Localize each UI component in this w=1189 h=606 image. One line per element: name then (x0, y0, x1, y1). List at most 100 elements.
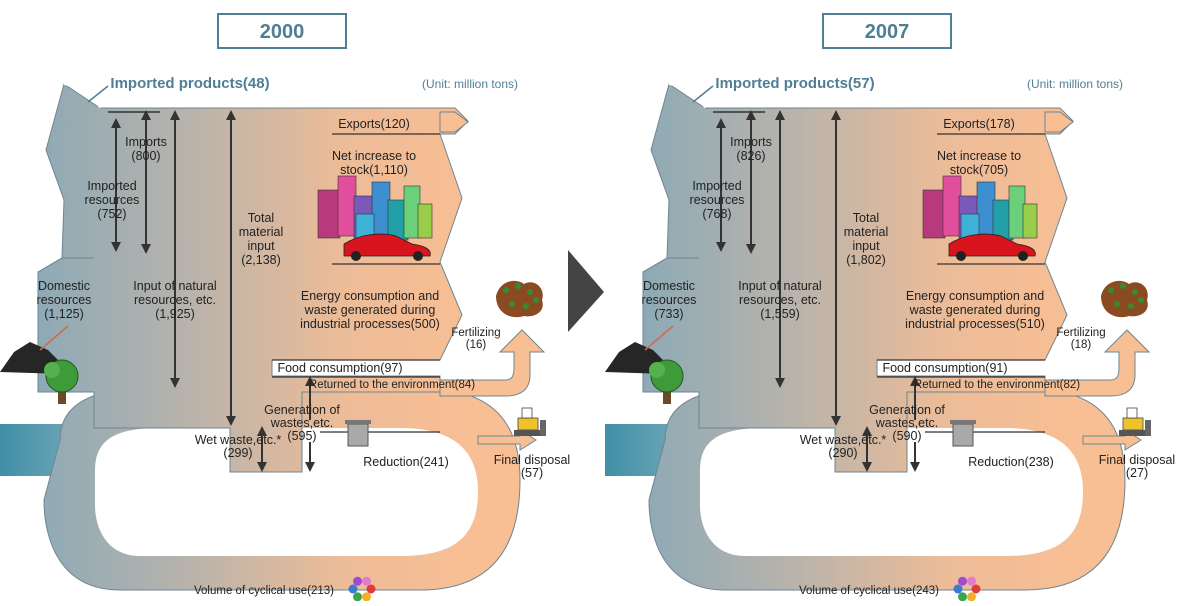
recycle-icon (348, 576, 376, 602)
compost-heap-icon (1101, 280, 1148, 318)
car-body (948, 233, 1036, 257)
wet-waste-label: (299) (223, 446, 252, 460)
total-material-label: Total (248, 211, 274, 225)
input-natural-label: resources, etc. (134, 293, 216, 307)
net-increase-label: Net increase to (332, 149, 416, 163)
recycle-segment (366, 584, 376, 594)
domestic-inflow-edge (642, 257, 699, 273)
energy-label: waste generated during (909, 303, 1041, 317)
unit-note: (Unit: million tons) (422, 77, 518, 91)
leaf-dot (527, 289, 533, 295)
building-shape (337, 175, 357, 237)
buildings-car-icon (922, 175, 1038, 261)
imported-products-label: Imported products(57) (715, 75, 874, 92)
fertilizing-arrow-icon (1044, 329, 1151, 397)
imported-resources-label: (768) (702, 207, 731, 221)
generation-wastes-label: wastes,etc. (875, 416, 939, 430)
generation-wastes-label: Generation of (869, 403, 945, 417)
dozer-cab (1126, 407, 1138, 419)
reduction-label: Reduction(241) (363, 455, 448, 469)
fertilizing-label: (18) (1071, 339, 1092, 351)
tree-crown (649, 362, 665, 378)
dozer-body (1122, 417, 1144, 431)
recycle-segment (362, 592, 371, 602)
imported-products-leader (87, 85, 109, 103)
leaf-dot (1108, 287, 1114, 293)
compost-heap-icon (496, 280, 543, 318)
domestic-resources-label: Domestic (38, 279, 90, 293)
recycle-segment (353, 592, 362, 602)
can-body (952, 423, 974, 447)
returned-environment-label: Returned to the environment(84) (309, 379, 475, 391)
cyclical-loop-hole (700, 428, 1083, 556)
fertilizing-label: Fertilizing (1056, 327, 1105, 339)
can-body (347, 423, 369, 447)
imported-resources-label: Imported (87, 179, 136, 193)
input-natural-label: Input of natural (738, 279, 821, 293)
domestic-resources-label: resources (37, 293, 92, 307)
recycle-segment (967, 576, 976, 586)
fertilizing-label: Fertilizing (451, 327, 500, 339)
bulldozer-icon (514, 407, 546, 436)
leaf-dot (503, 287, 509, 293)
input-natural-label: resources, etc. (739, 293, 821, 307)
imports-label: (826) (736, 149, 765, 163)
input-natural-label: Input of natural (133, 279, 216, 293)
imports-label: (800) (131, 149, 160, 163)
generation-wastes-label: (595) (287, 429, 316, 443)
leaf-dot (1138, 297, 1144, 303)
dozer-track (1119, 430, 1147, 436)
car-wheel (956, 251, 966, 261)
final-disposal-label: (27) (1126, 466, 1148, 480)
generation-wastes-label: (590) (892, 429, 921, 443)
reduction-label: Reduction(238) (968, 455, 1053, 469)
building-shape (1008, 185, 1026, 239)
energy-label: industrial processes(500) (300, 317, 440, 331)
wet-waste-label: (290) (828, 446, 857, 460)
car-body (343, 233, 431, 257)
food-consumption-label: Food consumption(91) (882, 361, 1007, 375)
recycle-segment (971, 584, 981, 594)
total-material-label: (1,802) (846, 253, 886, 267)
year-label: 2007 (865, 21, 910, 43)
recycle-segment (958, 592, 967, 602)
recycle-segment (353, 576, 362, 586)
wet-waste-label: Wet waste,etc.* (195, 433, 282, 447)
dozer-body (517, 417, 539, 431)
imported-resources-label: (752) (97, 207, 126, 221)
domestic-resources-label: (733) (654, 307, 683, 321)
fertilizing-arrow-icon (439, 329, 546, 397)
recycle-segment (953, 584, 963, 594)
imported-products-label: Imported products(48) (110, 75, 269, 92)
imported-products-sliver (63, 83, 101, 109)
total-material-label: material (239, 225, 283, 239)
coal-leader (39, 325, 69, 351)
building-shape (403, 185, 421, 239)
year-box (822, 13, 952, 49)
exports-label: Exports(178) (943, 117, 1015, 131)
building-shape (1022, 203, 1038, 239)
imported-resources-label: Imported (692, 179, 741, 193)
recycle-segment (958, 576, 967, 586)
wet-waste-label: Wet waste,etc.* (800, 433, 887, 447)
building-shape (417, 203, 433, 239)
exports-arrow-icon (439, 111, 469, 133)
input-natural-label: (1,925) (155, 307, 195, 321)
imported-products-sliver (668, 83, 706, 109)
cyclical-use-label: Volume of cyclical use(213) (194, 585, 334, 597)
leaf-dot (509, 301, 515, 307)
tree-crown (44, 362, 60, 378)
imports-label: Imports (730, 135, 772, 149)
leaf-dot (1132, 289, 1138, 295)
net-increase-label: stock(1,110) (340, 163, 408, 177)
final-disposal-label: Final disposal (494, 453, 570, 467)
dozer-track (514, 430, 542, 436)
coal-tree-icon (0, 325, 79, 404)
imported-resources-label: resources (85, 193, 140, 207)
recycle-segment (362, 576, 371, 586)
total-material-label: Total (853, 211, 879, 225)
exports-arrow-icon (1044, 111, 1074, 133)
total-material-label: input (247, 239, 275, 253)
